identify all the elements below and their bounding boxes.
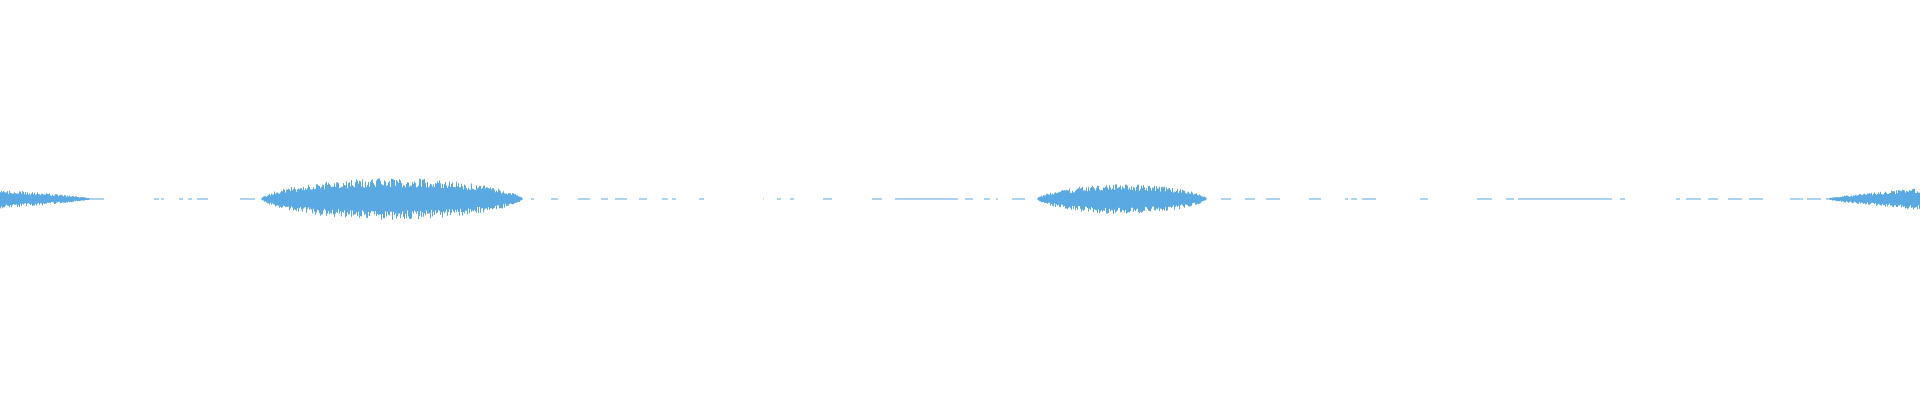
- waveform-burst: [1037, 184, 1207, 214]
- waveform-burst: [0, 190, 93, 209]
- waveform-burst: [1826, 188, 1920, 210]
- waveform-burst: [261, 178, 523, 220]
